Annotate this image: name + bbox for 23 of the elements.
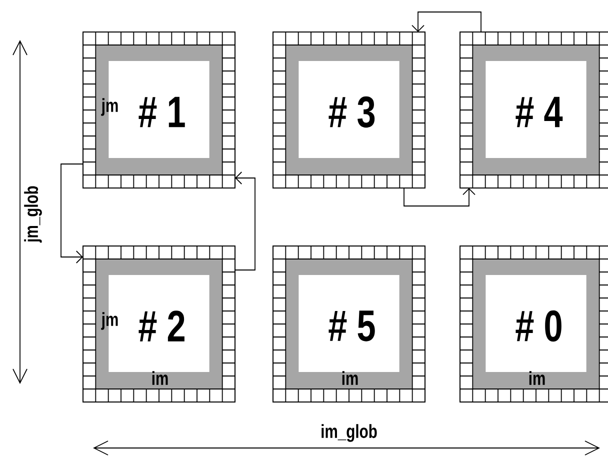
tiled-block: [460, 246, 608, 402]
arrow: [404, 188, 476, 206]
block-number: # 3: [328, 96, 375, 128]
tiled-block: [272, 246, 426, 402]
tiled-block: [82, 246, 236, 402]
block-number: # 0: [516, 310, 562, 342]
block-number: # 1: [138, 96, 185, 128]
index-label: jm: [101, 312, 118, 330]
index-label: im: [152, 371, 168, 385]
index-label: im: [529, 371, 545, 385]
tiled-block: [272, 32, 426, 188]
block-number: # 2: [138, 310, 184, 342]
dimension-label: im_glob: [322, 424, 377, 442]
arrow: [60, 164, 84, 264]
block-number: # 5: [328, 310, 375, 342]
arrow: [412, 12, 482, 32]
arrow: [234, 172, 256, 270]
index-label: im: [342, 371, 358, 385]
tiled-block: [82, 32, 236, 188]
dimension-label: jm_glob: [24, 186, 42, 243]
tiled-block: [460, 32, 608, 188]
index-label: jm: [101, 98, 118, 116]
block-number: # 4: [516, 96, 563, 128]
